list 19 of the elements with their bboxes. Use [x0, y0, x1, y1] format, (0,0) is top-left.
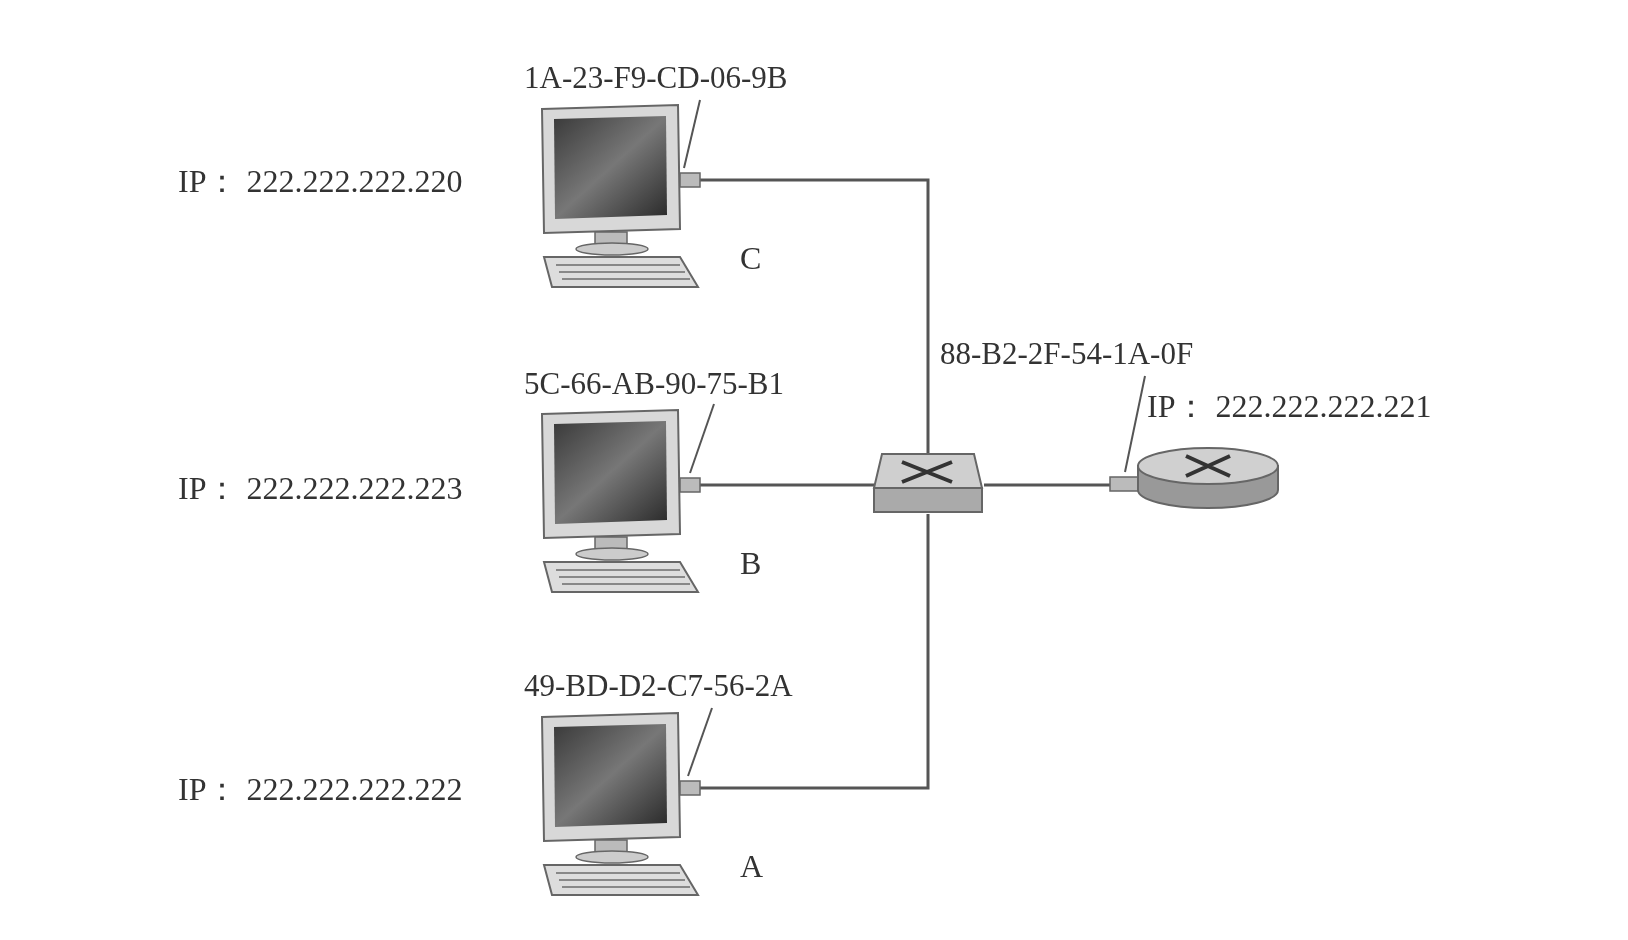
ip-address-label: IP： 222.222.222.221: [1147, 390, 1432, 422]
host-letter-label: A: [740, 850, 764, 882]
ip-address-label: IP： 222.222.222.222: [178, 773, 463, 805]
mac-address-label: 5C-66-AB-90-75-B1: [524, 368, 785, 399]
leader-line: [689, 403, 715, 474]
host-letter-label: B: [740, 547, 762, 579]
mac-address-label: 49-BD-D2-C7-56-2A: [524, 670, 793, 701]
leader-line: [1124, 375, 1146, 473]
cable-line: [700, 483, 874, 487]
cable-line: [984, 483, 1110, 487]
leader-line: [687, 707, 713, 777]
ip-address-label: IP： 222.222.222.220: [178, 165, 463, 197]
cable-line: [700, 514, 930, 790]
leader-line: [683, 99, 701, 169]
ip-address-label: IP： 222.222.222.223: [178, 472, 463, 504]
host-letter-label: C: [740, 242, 762, 274]
cable-line: [700, 178, 930, 455]
mac-address-label: 88-B2-2F-54-1A-0F: [940, 338, 1194, 369]
mac-address-label: 1A-23-F9-CD-06-9B: [524, 62, 788, 93]
